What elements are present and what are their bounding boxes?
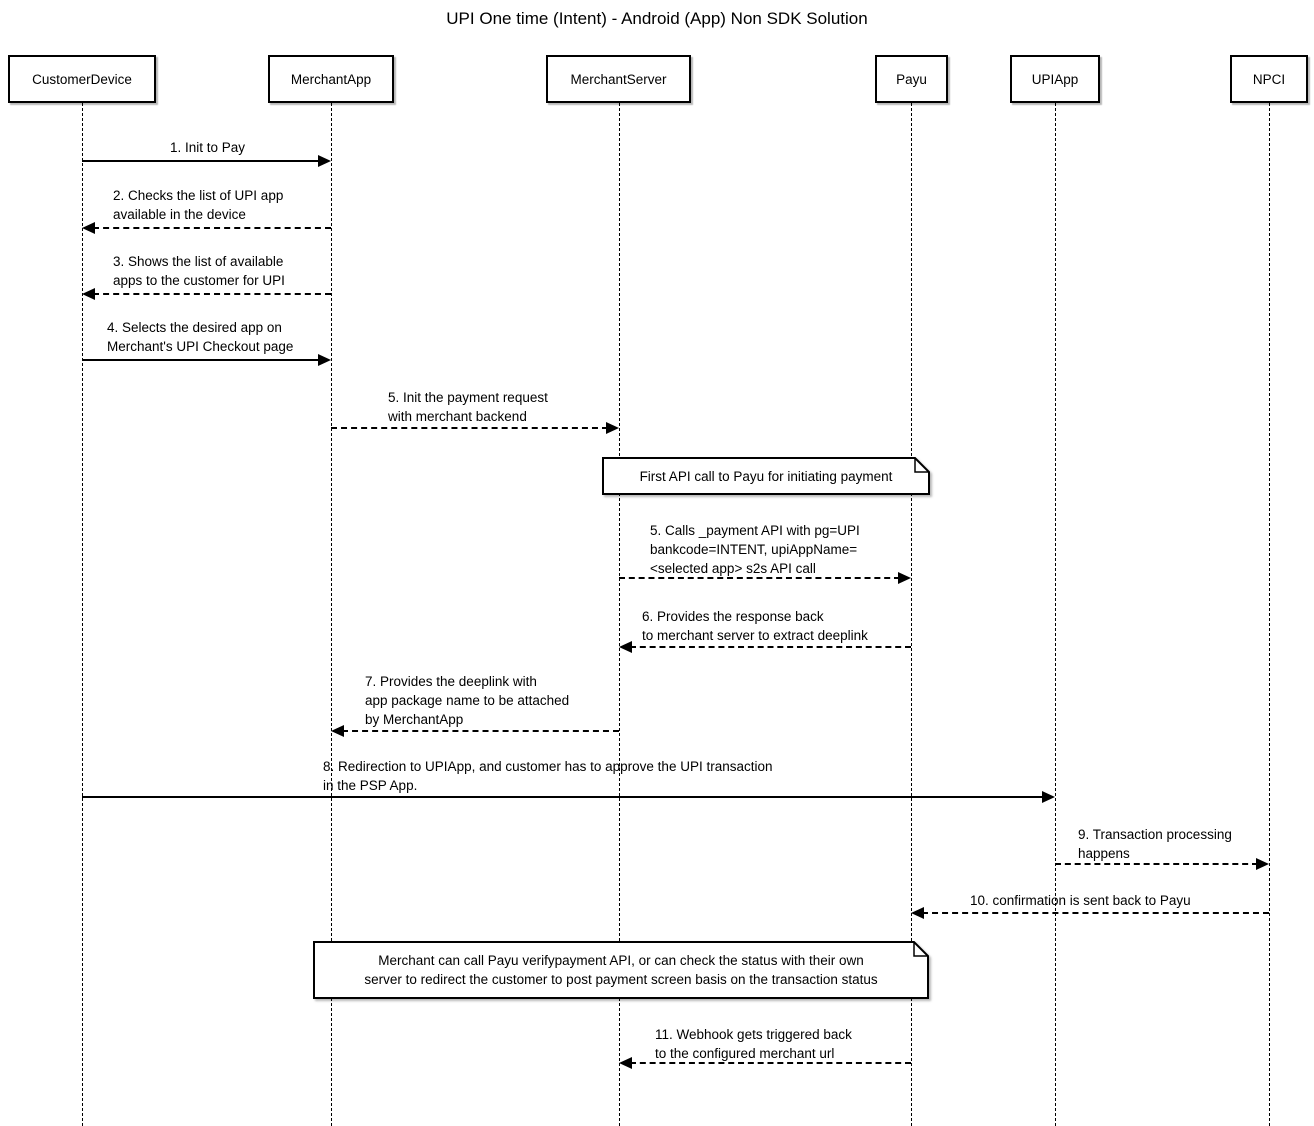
message-label-6: 5. Calls _payment API with pg=UPI bankco…	[650, 523, 860, 576]
message-line-6	[619, 577, 900, 579]
message-line-9	[82, 796, 1044, 798]
actor-merchantapp: MerchantApp	[268, 55, 394, 103]
actor-label-merchantapp: MerchantApp	[290, 71, 372, 87]
message-label-10: 9. Transaction processing happens	[1078, 827, 1232, 861]
note-2: Merchant can call Payu verifypayment API…	[313, 941, 929, 999]
message-label-12: 11. Webhook gets triggered back to the c…	[655, 1027, 852, 1061]
lifeline-payu	[911, 103, 912, 1126]
message-label-2: 2. Checks the list of UPI app available …	[113, 188, 284, 222]
actor-upiapp: UPIApp	[1010, 55, 1100, 103]
message-line-12	[630, 1062, 911, 1064]
message-arrowhead-5	[606, 422, 619, 434]
lifeline-npci	[1269, 103, 1270, 1126]
actor-payu: Payu	[875, 55, 948, 103]
lifeline-upiapp	[1055, 103, 1056, 1126]
message-arrowhead-8	[331, 725, 344, 737]
actor-label-upiapp: UPIApp	[1031, 71, 1079, 87]
message-line-1	[82, 160, 320, 162]
message-line-8	[342, 730, 619, 732]
message-arrowhead-6	[898, 572, 911, 584]
actor-merchantserver: MerchantServer	[546, 55, 691, 103]
message-label-3: 3. Shows the list of available apps to t…	[113, 254, 285, 288]
message-label-9: 8. Redirection to UPIApp, and customer h…	[323, 759, 773, 793]
message-arrowhead-12	[619, 1057, 632, 1069]
message-label-8: 7. Provides the deeplink with app packag…	[365, 674, 570, 727]
note-shape-1	[602, 457, 930, 495]
message-arrowhead-4	[318, 354, 331, 366]
actor-label-customerdevice: CustomerDevice	[32, 71, 132, 87]
lifeline-merchantserver	[619, 103, 620, 1126]
message-line-7	[630, 646, 911, 648]
message-line-11	[922, 912, 1269, 914]
note-1: First API call to Payu for initiating pa…	[602, 457, 930, 495]
note-label-2: Merchant can call Payu verifypayment API…	[364, 953, 878, 987]
message-label-1: 1. Init to Pay	[170, 140, 246, 155]
lifeline-merchantapp	[331, 103, 332, 1126]
message-line-10	[1055, 863, 1258, 865]
message-line-5	[331, 427, 608, 429]
message-arrowhead-7	[619, 641, 632, 653]
message-arrowhead-3	[82, 288, 95, 300]
actor-label-merchantserver: MerchantServer	[570, 71, 667, 87]
message-line-2	[93, 227, 331, 229]
actor-label-npci: NPCI	[1252, 71, 1286, 87]
message-label-11: 10. confirmation is sent back to Payu	[970, 893, 1191, 908]
lifeline-customerdevice	[82, 103, 83, 1126]
message-line-3	[93, 293, 331, 295]
actor-npci: NPCI	[1230, 55, 1308, 103]
message-arrowhead-11	[911, 907, 924, 919]
message-label-7: 6. Provides the response back to merchan…	[642, 609, 868, 643]
message-label-5: 5. Init the payment request with merchan…	[388, 390, 548, 424]
message-arrowhead-1	[318, 155, 331, 167]
message-label-4: 4. Selects the desired app on Merchant's…	[107, 320, 294, 354]
diagram-title: UPI One time (Intent) - Android (App) No…	[446, 9, 868, 28]
note-label-1: First API call to Payu for initiating pa…	[639, 468, 893, 484]
message-arrowhead-2	[82, 222, 95, 234]
message-line-4	[82, 359, 320, 361]
note-shape-2	[313, 941, 929, 999]
actor-label-payu: Payu	[896, 71, 927, 87]
message-arrowhead-9	[1042, 791, 1055, 803]
actor-customerdevice: CustomerDevice	[8, 55, 156, 103]
message-arrowhead-10	[1256, 858, 1269, 870]
